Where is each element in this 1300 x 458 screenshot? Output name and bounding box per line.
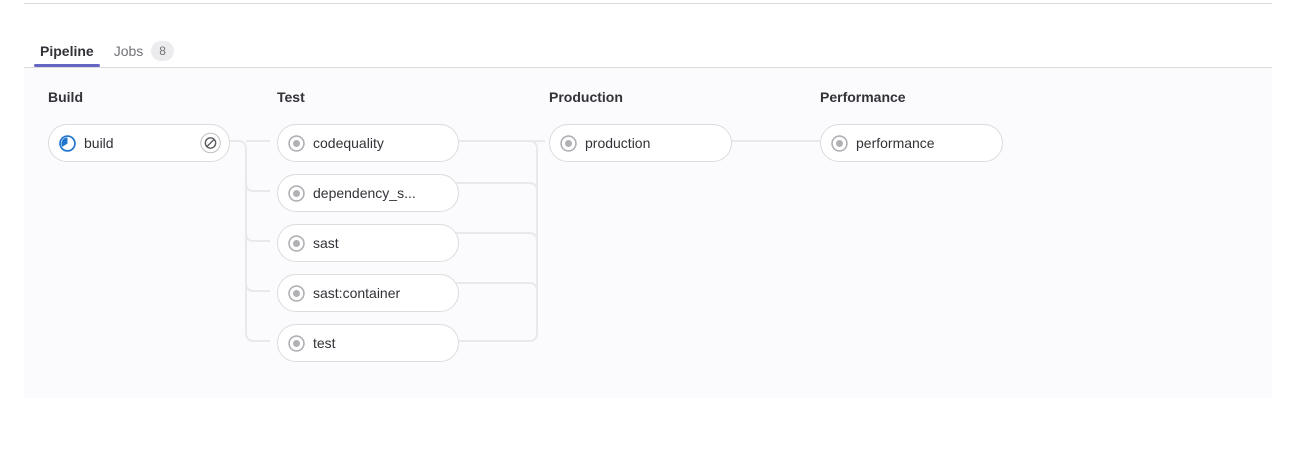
stage-performance: Performance performance xyxy=(820,89,1003,162)
link-test-to-production-trunk xyxy=(454,140,538,342)
stage-test-title: Test xyxy=(277,89,305,105)
stage-production-title: Production xyxy=(549,89,623,105)
tab-pipeline-label: Pipeline xyxy=(40,42,94,59)
job-name-codequality: codequality xyxy=(313,135,384,151)
link-dependency-to-production xyxy=(454,182,538,192)
link-build-to-sast xyxy=(245,232,270,242)
status-running-icon xyxy=(59,134,76,152)
content-top-divider xyxy=(24,3,1272,4)
job-name-sast-container: sast:container xyxy=(313,285,401,301)
link-build-to-sastcontainer xyxy=(245,282,270,292)
status-pending-icon xyxy=(288,184,305,202)
cancel-icon[interactable] xyxy=(200,132,221,154)
job-card-dependency-scanning[interactable]: dependency_s... xyxy=(277,174,459,212)
job-card-production[interactable]: production xyxy=(549,124,732,162)
link-sastcontainer-to-production xyxy=(454,282,538,292)
pipeline-connector-lines xyxy=(222,140,820,342)
job-name-sast: sast xyxy=(313,235,339,251)
job-name-test: test xyxy=(313,335,336,351)
tab-pipeline[interactable]: Pipeline xyxy=(30,22,104,67)
link-sast-to-production xyxy=(454,232,538,242)
tab-jobs-badge: 8 xyxy=(151,40,174,61)
status-pending-icon xyxy=(288,134,305,152)
status-pending-icon xyxy=(288,234,305,252)
job-card-test[interactable]: test xyxy=(277,324,459,362)
status-pending-icon xyxy=(560,134,577,152)
tab-jobs-label: Jobs xyxy=(113,42,144,59)
stage-test-job-list: codequality dependency_s... sast xyxy=(277,124,459,374)
stage-test: Test codequality dependency_s... xyxy=(277,89,459,362)
stage-build: Build build xyxy=(48,89,230,162)
job-card-codequality[interactable]: codequality xyxy=(277,124,459,162)
pipeline-tab-bar: Pipeline Jobs 8 xyxy=(24,22,1272,68)
job-card-performance[interactable]: performance xyxy=(820,124,1003,162)
status-pending-icon xyxy=(831,134,848,152)
status-pending-icon xyxy=(288,284,305,302)
job-name-performance: performance xyxy=(856,135,935,151)
job-name-dependency-scanning: dependency_s... xyxy=(313,185,416,201)
stage-build-title: Build xyxy=(48,89,83,105)
job-name-build: build xyxy=(84,135,114,151)
job-card-sast-container[interactable]: sast:container xyxy=(277,274,459,312)
job-card-build[interactable]: build xyxy=(48,124,230,162)
tab-jobs[interactable]: Jobs 8 xyxy=(104,22,184,67)
status-pending-icon xyxy=(288,334,305,352)
pipeline-graph-panel: Build build Test xyxy=(24,68,1272,398)
stage-build-job-list: build xyxy=(48,124,230,174)
stage-production: Production production xyxy=(549,89,732,162)
job-card-sast[interactable]: sast xyxy=(277,224,459,262)
job-name-production: production xyxy=(585,135,651,151)
stage-performance-title: Performance xyxy=(820,89,906,105)
link-build-to-dependency xyxy=(245,182,270,192)
stage-production-job-list: production xyxy=(549,124,732,174)
stage-performance-job-list: performance xyxy=(820,124,1003,174)
